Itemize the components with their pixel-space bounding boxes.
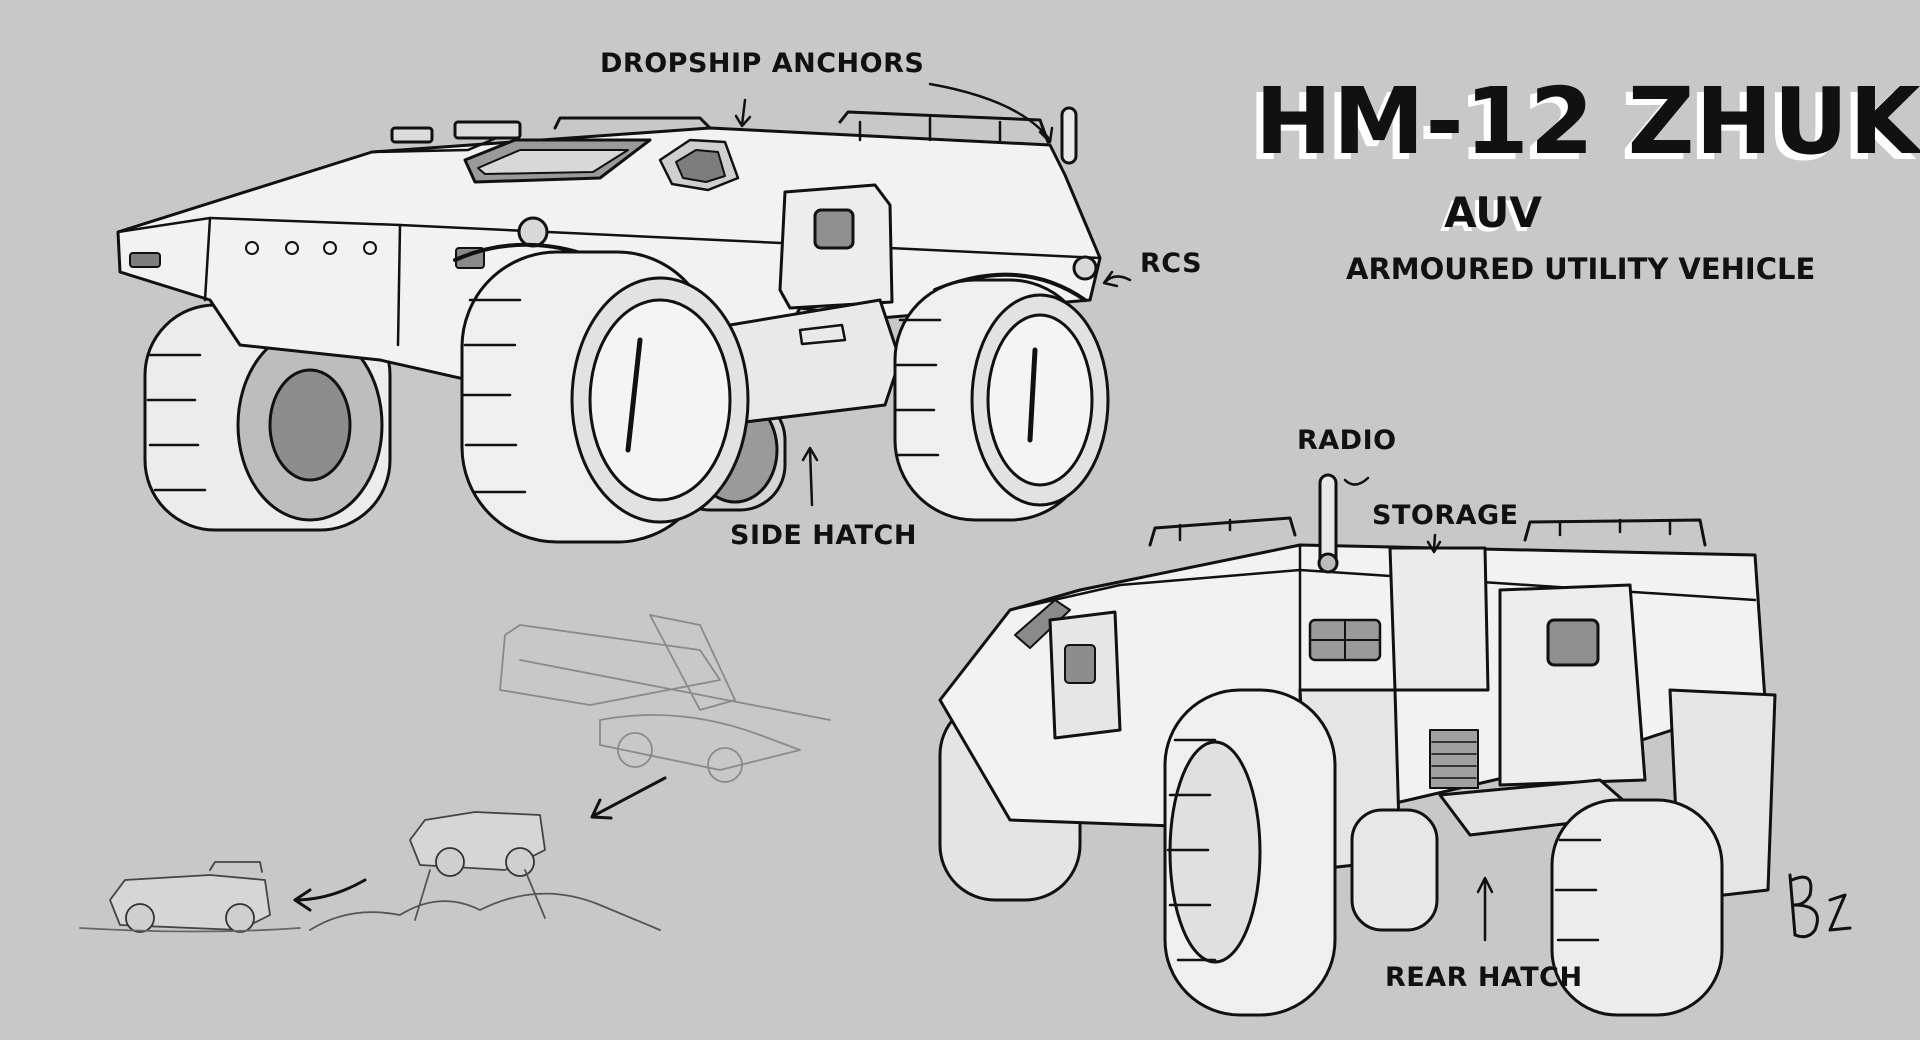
callout-rcs: RCS	[1140, 248, 1203, 279]
rear-view-arrows	[1343, 476, 1494, 942]
side-rear-near-wheel	[893, 278, 1110, 522]
artist-signature	[1788, 873, 1852, 939]
vehicle-designation-title: HM-12 ZHUK	[1255, 68, 1920, 175]
callout-side-hatch: SIDE HATCH	[730, 520, 917, 551]
callout-storage: STORAGE	[1372, 500, 1519, 531]
side-view-vehicle	[116, 106, 1110, 544]
side-view-arrows	[734, 82, 1132, 507]
callout-radio: RADIO	[1297, 425, 1397, 456]
side-rivets	[245, 241, 377, 255]
deployment-sketches	[79, 614, 831, 933]
callout-rear-hatch: REAR HATCH	[1385, 962, 1583, 993]
rear-view-vehicle	[938, 473, 1777, 1017]
vehicle-class-label: AUV	[1444, 188, 1542, 237]
vehicle-description-label: ARMOURED UTILITY VEHICLE	[1346, 252, 1816, 286]
side-front-near-wheel	[460, 250, 750, 544]
side-rear-far-wheel	[143, 303, 392, 532]
callout-dropship-anchors: DROPSHIP ANCHORS	[600, 48, 925, 79]
